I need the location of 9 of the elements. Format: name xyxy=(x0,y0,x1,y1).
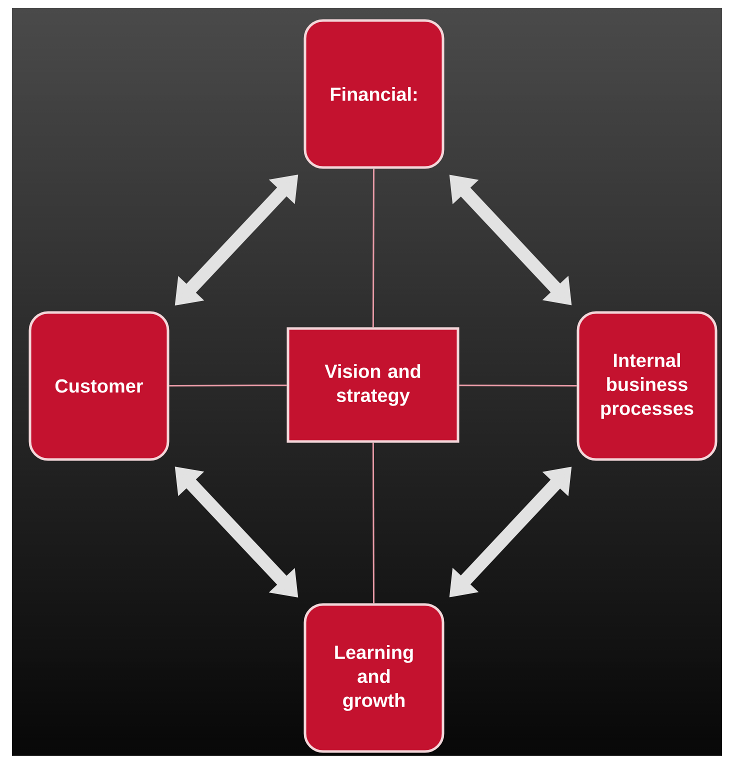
perspective-box: Learning and growth xyxy=(304,603,444,753)
connector-line xyxy=(372,442,374,604)
perspective-box: Financial: xyxy=(304,19,444,169)
strategy-box: Vision and strategy xyxy=(286,327,460,443)
connector-line xyxy=(372,168,374,328)
perspective-box: Customer xyxy=(28,311,170,461)
connector-line xyxy=(459,384,577,386)
connector-line xyxy=(169,384,287,386)
perspective-box: Internal business processes xyxy=(576,311,718,461)
